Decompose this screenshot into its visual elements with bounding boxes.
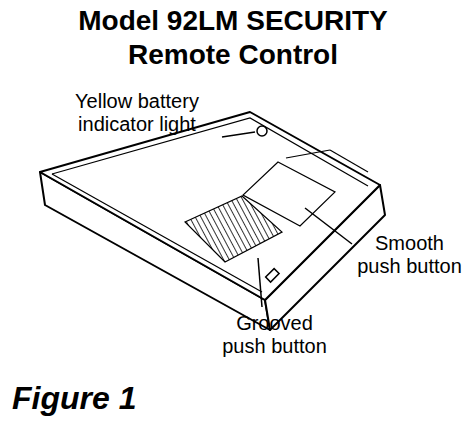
smooth-button-label: Smooth push button [352,232,467,278]
leader-line [305,208,352,244]
grooved-button [185,196,282,262]
leader-line [258,258,262,307]
remote-top-face [40,112,380,300]
smooth-button-edge [286,150,330,158]
figure-caption: Figure 1 [12,380,136,417]
indicator-label: Yellow battery indicator light [52,90,222,136]
diagram-title: Model 92LM SECURITY Remote Control [0,4,470,71]
battery-indicator-light [257,126,267,136]
leader-line [222,132,255,137]
smooth-button-edge [330,150,368,172]
side-switch [266,269,279,282]
grooved-button-label: Grooved push button [212,312,337,358]
